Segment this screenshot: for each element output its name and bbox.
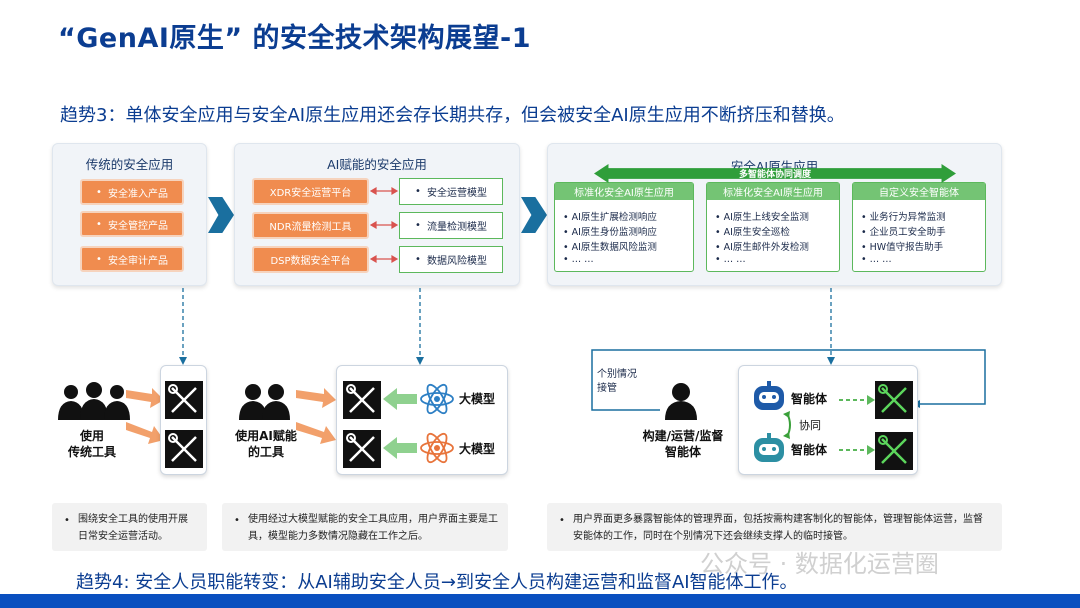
list-item: • AI原生上线安全监测 bbox=[715, 212, 809, 223]
page-title: “GenAI原生” 的安全技术架构展望-1 bbox=[58, 23, 532, 54]
wrench-screwdriver-icon bbox=[343, 381, 381, 419]
double-arrows bbox=[369, 186, 399, 264]
user-group-icon bbox=[58, 382, 130, 420]
user-group-icon bbox=[239, 384, 290, 420]
panel-ai-native: 安全AI原生应用 标准化安全AI原生应用 • AI原生扩展检测响应 • AI原生… bbox=[547, 143, 1002, 286]
person-label: 使用 传统工具 bbox=[67, 429, 116, 459]
tool-card bbox=[160, 365, 207, 475]
atom-icon bbox=[420, 383, 454, 415]
list-item: • 业务行为异常监测 bbox=[861, 212, 946, 223]
orange-arrows bbox=[296, 388, 336, 444]
wrench-screwdriver-icon bbox=[875, 432, 913, 470]
note-box: •使用经过大模型赋能的安全工具应用，用户界面主要是工具，模型能力多数情况隐藏在工… bbox=[222, 503, 508, 551]
collab-arrow bbox=[783, 411, 791, 439]
agent-label: 智能体 bbox=[791, 392, 828, 406]
panel-ai-enabled: AI赋能的安全应用 XDR安全运营平台 NDR流量检测工具 DSP数据安全平台 … bbox=[234, 143, 520, 286]
list-item: • AI原生扩展检测响应 bbox=[563, 212, 657, 223]
person-label: 使用AI赋能 的工具 bbox=[235, 429, 297, 459]
column-title: 自定义安全智能体 bbox=[853, 183, 985, 200]
native-column: 标准化安全AI原生应用 • AI原生扩展检测响应 • AI原生身份监测响应 • … bbox=[554, 182, 694, 272]
wrench-screwdriver-icon bbox=[165, 430, 203, 468]
banner-label: 多智能体协同调度 bbox=[738, 170, 811, 180]
note-box: •用户界面更多暴露智能体的管理界面，包括按需构建客制化的智能体，管理智能体运营，… bbox=[547, 503, 1002, 551]
trend3-heading: 趋势3：单体安全应用与安全AI原生应用还会存长期共存，但会被安全AI原生应用不断… bbox=[60, 105, 845, 126]
green-dashed-arrows bbox=[839, 395, 875, 455]
robot-icon bbox=[754, 381, 784, 410]
ai-tool-item: XDR安全运营平台 bbox=[252, 178, 369, 205]
list-item: • … … bbox=[861, 254, 892, 265]
traditional-item: • 安全审计产品 bbox=[80, 246, 184, 272]
list-item: • HW值守报告助手 bbox=[861, 242, 944, 253]
person-label: 构建/运营/监督 智能体 bbox=[642, 429, 724, 459]
model-label: 大模型 bbox=[459, 392, 496, 406]
list-item: • AI原生邮件外发检测 bbox=[715, 242, 809, 253]
list-item: • 企业员工安全助手 bbox=[861, 227, 946, 238]
watermark: 公众号 · 数据化运营圈 bbox=[700, 550, 939, 578]
collab-label: 协同 bbox=[799, 419, 821, 432]
footer-band bbox=[0, 594, 1080, 608]
list-item: • AI原生数据风险监测 bbox=[563, 242, 657, 253]
native-column: 自定义安全智能体 • 业务行为异常监测 • 企业员工安全助手 • HW值守报告助… bbox=[852, 182, 986, 272]
user-icon bbox=[665, 383, 697, 420]
panel-title: AI赋能的安全应用 bbox=[327, 157, 427, 172]
ai-model-item: • 流量检测模型 bbox=[399, 212, 503, 239]
column-title: 标准化安全AI原生应用 bbox=[707, 183, 839, 200]
feedback-label: 个别情况 接管 bbox=[597, 369, 637, 394]
list-item: • AI原生安全巡检 bbox=[715, 227, 790, 238]
wrench-screwdriver-icon bbox=[343, 430, 381, 468]
native-column: 标准化安全AI原生应用 • AI原生上线安全监测 • AI原生安全巡检 • AI… bbox=[706, 182, 840, 272]
banner-arrow bbox=[594, 164, 956, 183]
panel-traditional: 传统的安全应用 • 安全准入产品 • 安全管控产品 • 安全审计产品 bbox=[52, 143, 207, 286]
green-arrow-left-icon bbox=[383, 388, 417, 410]
panel-title: 传统的安全应用 bbox=[85, 157, 174, 172]
wrench-screwdriver-icon bbox=[165, 381, 203, 419]
wrench-screwdriver-icon bbox=[875, 381, 913, 419]
green-arrow-left-icon bbox=[383, 437, 417, 459]
agent-card: 智能体 智能体 协同 bbox=[738, 365, 918, 475]
ai-tool-item: DSP数据安全平台 bbox=[252, 246, 369, 273]
list-item: • … … bbox=[563, 254, 594, 265]
model-label: 大模型 bbox=[459, 442, 496, 456]
trend4-heading: 趋势4: 安全人员职能转变：从AI辅助安全人员→到安全人员构建运营和监督AI智能… bbox=[76, 572, 798, 593]
atom-icon bbox=[420, 432, 454, 464]
orange-arrows bbox=[126, 388, 164, 444]
traditional-item: • 安全管控产品 bbox=[80, 211, 184, 237]
ai-model-item: • 数据风险模型 bbox=[399, 246, 503, 273]
agent-label: 智能体 bbox=[791, 443, 828, 457]
tool-model-card: 大模型 大模型 bbox=[336, 365, 508, 475]
column-title: 标准化安全AI原生应用 bbox=[555, 183, 693, 200]
ai-tool-item: NDR流量检测工具 bbox=[252, 212, 369, 239]
ai-model-item: • 安全运营模型 bbox=[399, 178, 503, 205]
list-item: • AI原生身份监测响应 bbox=[563, 227, 657, 238]
note-box: •围绕安全工具的使用开展日常安全运营活动。 bbox=[52, 503, 207, 551]
list-item: • … … bbox=[715, 254, 746, 265]
traditional-item: • 安全准入产品 bbox=[80, 179, 184, 205]
robot-icon bbox=[754, 433, 784, 462]
